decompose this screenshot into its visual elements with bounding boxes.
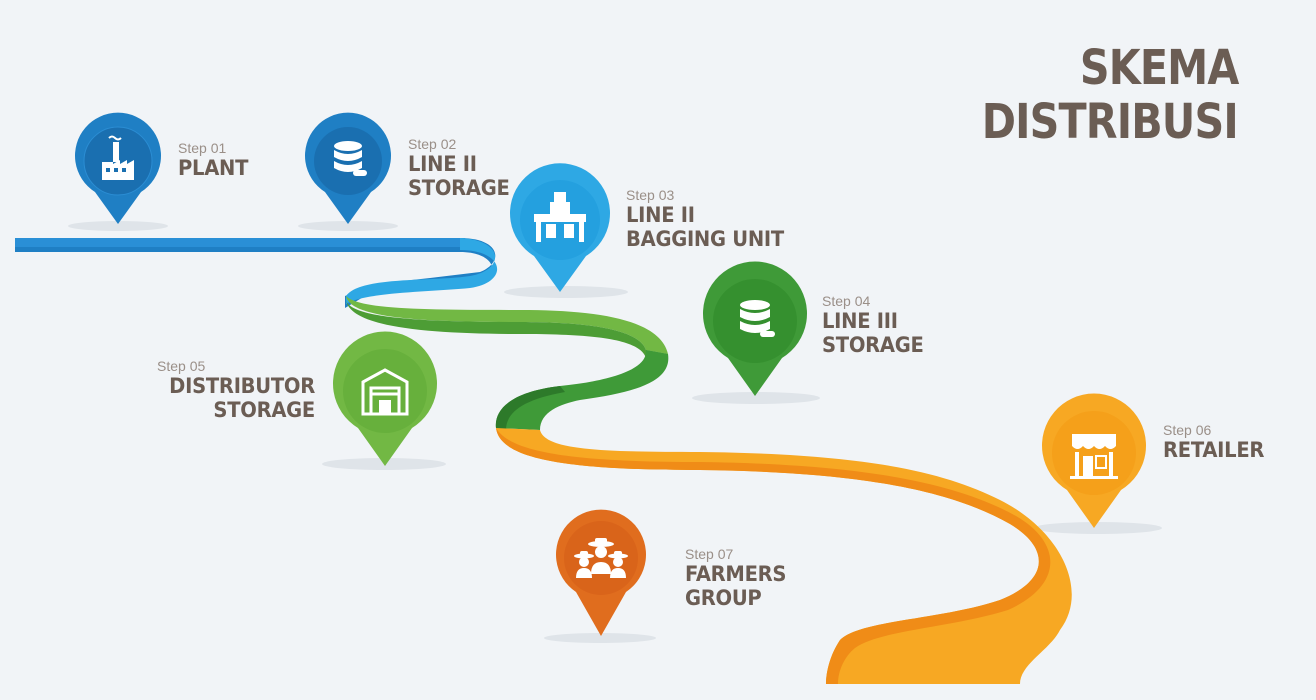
step-01-label: Step 01 PLANT — [178, 140, 253, 180]
road-segment-lightblue — [346, 238, 498, 304]
step-07-label: Step 07 FARMERS GROUP — [685, 546, 794, 610]
page-title-line2: DISTRIBUSI — [981, 94, 1239, 150]
road-segment-blue — [15, 238, 496, 308]
step-06-label: Step 06 RETAILER — [1163, 422, 1272, 462]
step-07-number: Step 07 — [685, 546, 734, 562]
database-icon — [334, 141, 367, 176]
step-04-number: Step 04 — [822, 293, 871, 309]
step-05-name-line2: STORAGE — [213, 398, 315, 422]
farmers-icon — [574, 538, 628, 578]
step-02-pin — [305, 112, 391, 224]
step-03-pin — [510, 163, 610, 292]
road-top-blue — [15, 238, 465, 247]
road-segment-lightgreen — [346, 296, 668, 354]
step-05-number: Step 05 — [157, 358, 206, 374]
pin-shadows — [68, 221, 1162, 643]
step-01-number: Step 01 — [178, 140, 227, 156]
page-title-line1: SKEMA — [1079, 40, 1239, 96]
step-04-name-line2: STORAGE — [822, 333, 924, 357]
step-04-name-line1: LINE III — [822, 309, 898, 333]
step-03-label: Step 03 LINE II BAGGING UNIT — [626, 187, 796, 251]
step-01-name: PLANT — [178, 156, 249, 180]
store-icon — [1070, 434, 1118, 479]
step-03-name-line2: BAGGING UNIT — [626, 227, 784, 251]
step-05-label: Step 05 DISTRIBUTOR STORAGE — [120, 358, 315, 422]
step-07-name-line1: FARMERS — [685, 562, 787, 586]
warehouse-icon — [361, 368, 409, 416]
bagging-machine-icon — [534, 192, 586, 242]
step-02-label: Step 02 LINE II STORAGE — [408, 136, 517, 200]
step-04-label: Step 04 LINE III STORAGE — [822, 293, 931, 357]
step-05-pin — [333, 331, 437, 466]
step-04-pin — [703, 261, 807, 396]
step-06-pin — [1042, 393, 1146, 528]
step-05-name-line1: DISTRIBUTOR — [169, 374, 315, 398]
database-icon — [740, 300, 775, 337]
step-02-name-line2: STORAGE — [408, 176, 510, 200]
road-segment-green — [495, 350, 669, 430]
factory-icon — [102, 135, 134, 180]
step-02-number: Step 02 — [408, 136, 457, 152]
step-07-pin — [556, 509, 646, 636]
step-06-name: RETAILER — [1163, 438, 1265, 462]
step-02-name-line1: LINE II — [408, 152, 477, 176]
step-03-number: Step 03 — [626, 187, 675, 203]
step-06-number: Step 06 — [1163, 422, 1212, 438]
step-01-pin — [75, 112, 161, 224]
step-07-name-line2: GROUP — [685, 586, 762, 610]
step-03-name-line1: LINE II — [626, 203, 695, 227]
